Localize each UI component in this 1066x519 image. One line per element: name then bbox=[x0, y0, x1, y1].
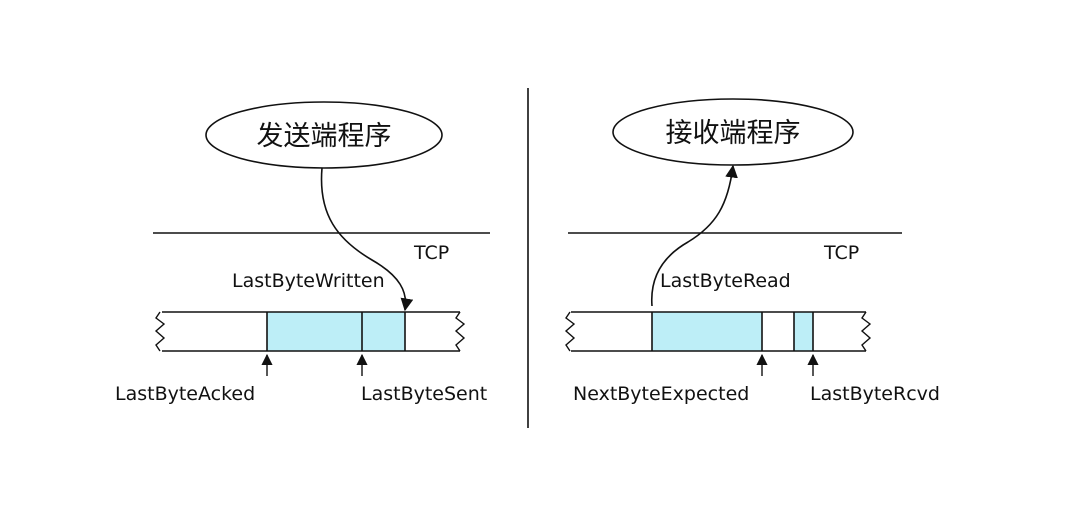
receiver-buffer-out-of-order-region bbox=[794, 312, 813, 351]
sender-panel: 发送端程序 TCP LastByteWritten LastByteAcked … bbox=[115, 101, 490, 405]
receiver-panel: 接收端程序 TCP LastByteRead NextByteExpected … bbox=[564, 98, 940, 405]
sender-last-byte-written-label: LastByteWritten bbox=[232, 270, 385, 292]
sender-last-byte-acked-label: LastByteAcked bbox=[115, 383, 255, 405]
receiver-buffer-unread-region bbox=[652, 312, 762, 351]
sender-last-byte-sent-label: LastByteSent bbox=[361, 383, 487, 405]
sender-buffer-right-break bbox=[454, 311, 466, 352]
sender-write-arrow bbox=[320, 167, 414, 312]
receiver-read-arrow bbox=[650, 164, 738, 307]
receiver-program-label: 接收端程序 bbox=[666, 118, 801, 149]
receiver-last-byte-read-label: LastByteRead bbox=[660, 270, 791, 292]
sender-program-label: 发送端程序 bbox=[257, 121, 392, 152]
receiver-buffer-left-break bbox=[564, 311, 576, 352]
receiver-tcp-label: TCP bbox=[823, 242, 859, 264]
receiver-last-byte-rcvd-label: LastByteRcvd bbox=[810, 383, 940, 405]
sender-buffer-left-break bbox=[154, 311, 166, 352]
sender-tcp-label: TCP bbox=[413, 242, 449, 264]
sender-buffer-unacked-region bbox=[267, 312, 405, 351]
sender-program-ellipse bbox=[205, 101, 443, 169]
receiver-buffer-right-break bbox=[860, 311, 872, 352]
receiver-next-byte-expected-label: NextByteExpected bbox=[573, 383, 749, 405]
